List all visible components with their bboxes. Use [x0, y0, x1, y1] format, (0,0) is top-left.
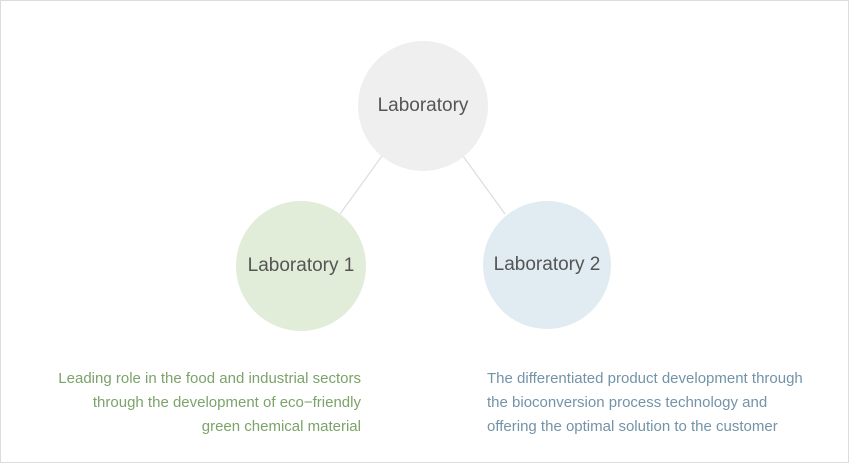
- description-line: The differentiated product development t…: [487, 370, 803, 387]
- laboratory-1-description: Leading role in the food and industrial …: [58, 367, 361, 439]
- connector-root-lab2: [462, 155, 506, 215]
- node-laboratory-2: Laboratory 2: [483, 201, 611, 329]
- description-line: the bioconversion process technology and: [487, 394, 768, 411]
- node-laboratory: Laboratory: [358, 41, 488, 171]
- laboratory-2-description: The differentiated product development t…: [487, 367, 803, 439]
- description-line: Leading role in the food and industrial …: [58, 370, 361, 387]
- node-laboratory-1-label: Laboratory 1: [247, 255, 355, 276]
- description-line: through the development of eco−friendly: [92, 394, 361, 411]
- node-laboratory-1: Laboratory 1: [236, 201, 366, 331]
- node-laboratory-2-label: Laboratory 2: [493, 254, 601, 275]
- connector-root-lab1: [339, 155, 383, 215]
- node-laboratory-label: Laboratory: [377, 95, 469, 116]
- description-line: green chemical material: [201, 418, 361, 435]
- description-line: offering the optimal solution to the cus…: [487, 418, 778, 435]
